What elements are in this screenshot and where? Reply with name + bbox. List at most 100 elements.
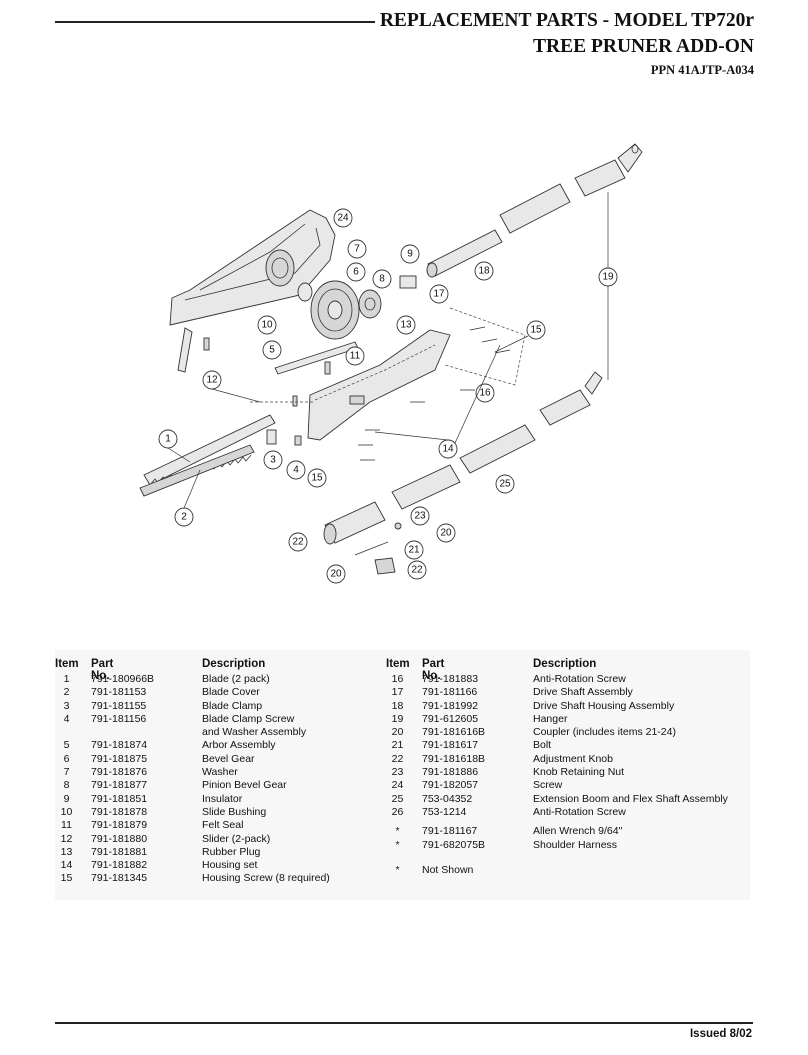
- callout-15b: 14: [438, 439, 458, 459]
- part-description: Adjustment Knob: [533, 752, 613, 765]
- svg-text:7: 7: [354, 244, 360, 255]
- callout-15a: 15: [526, 320, 546, 340]
- callout-16: 16: [475, 383, 495, 403]
- part-description: Allen Wrench 9/64": [533, 825, 623, 838]
- part-description: Shoulder Harness: [533, 838, 618, 851]
- item-number: 26: [391, 805, 404, 818]
- callout-20a: 20: [436, 523, 456, 543]
- part-number: 791-181617: [422, 739, 479, 752]
- header-description: Description: [202, 658, 266, 670]
- callout-13: 13: [396, 315, 416, 335]
- part-number: 791-180966B: [91, 673, 155, 685]
- footer-rule: [55, 1022, 753, 1024]
- svg-text:20: 20: [440, 528, 452, 539]
- svg-text:11: 11: [350, 351, 361, 362]
- item-number: 17: [391, 686, 404, 699]
- item-number: 2: [63, 686, 70, 699]
- item-number: 25: [391, 792, 404, 805]
- washer-illustration: [297, 282, 313, 302]
- callout-5: 5: [262, 340, 282, 360]
- callout-24: 23: [410, 506, 430, 526]
- part-number: 791-181879: [91, 819, 148, 832]
- item-number: 18: [391, 699, 404, 712]
- callout-12: 12: [202, 370, 222, 390]
- page-subtitle: TREE PRUNER ADD-ON: [532, 36, 754, 57]
- coupler-illustration: [323, 501, 402, 575]
- parts-table-panel: [55, 650, 750, 900]
- part-number: 791-181886: [422, 766, 479, 779]
- svg-text:9: 9: [407, 249, 413, 260]
- callout-11: 11: [345, 346, 365, 366]
- item-number: 7: [63, 766, 70, 779]
- item-number: 22: [391, 752, 404, 765]
- svg-text:22: 22: [292, 537, 304, 548]
- item-number: 24: [391, 779, 404, 792]
- item-number: *: [395, 825, 400, 838]
- bevel-gear-illustration: [310, 280, 360, 340]
- part-number: 791-612605: [422, 712, 479, 725]
- callout-10: 10: [257, 315, 277, 335]
- header-item: Item: [386, 658, 410, 670]
- callout-7: 7: [347, 239, 367, 259]
- part-description: Felt Seal: [202, 819, 244, 832]
- item-number: 14: [60, 859, 73, 872]
- header-item: Item: [55, 658, 79, 670]
- part-number: 791-181153: [91, 686, 147, 699]
- callout-8: 8: [372, 269, 392, 289]
- svg-text:20: 20: [330, 569, 342, 580]
- svg-text:15: 15: [530, 325, 542, 336]
- item-number: 19: [391, 712, 404, 725]
- part-description: Anti-Rotation Screw: [533, 673, 626, 685]
- item-number: 3: [63, 699, 70, 712]
- callout-21: 21: [404, 540, 424, 560]
- item-number: 9: [63, 792, 70, 805]
- item-number: *: [395, 838, 400, 851]
- callout-23: 22: [288, 532, 308, 552]
- callout-20b: 20: [326, 564, 346, 584]
- part-description: Screw: [533, 779, 563, 792]
- part-description: Slider (2-pack): [202, 832, 271, 845]
- item-number: 12: [60, 832, 73, 845]
- svg-text:24: 24: [337, 213, 349, 224]
- part-number: 791-181166: [422, 686, 478, 699]
- callout-1: 1: [158, 429, 178, 449]
- part-description: Washer: [202, 766, 238, 779]
- gear-housing-illustration: [169, 209, 336, 373]
- item-number: 1: [63, 673, 70, 685]
- insulator-illustration: [399, 275, 417, 289]
- part-description: Blade (2 pack): [202, 673, 270, 685]
- drive-shaft-illustration: [426, 229, 503, 278]
- callout-6: 6: [346, 262, 366, 282]
- part-number: 791-181618B: [422, 752, 486, 765]
- part-description: Blade Cover: [202, 686, 260, 699]
- part-description: Extension Boom and Flex Shaft Assembly: [533, 792, 728, 805]
- part-description: Pinion Bevel Gear: [202, 779, 287, 792]
- svg-text:1: 1: [165, 434, 171, 445]
- callout-26: 24: [333, 208, 353, 228]
- item-number: 5: [63, 739, 70, 752]
- part-number: 791-181881: [91, 845, 148, 858]
- ppn-code: PPN 41AJTP-A034: [650, 63, 754, 77]
- callout-3: 3: [263, 450, 283, 470]
- svg-text:18: 18: [478, 266, 490, 277]
- svg-text:17: 17: [433, 289, 445, 300]
- header-part-no: Part No.: [91, 658, 114, 682]
- callout-22: 22: [407, 560, 427, 580]
- callout-2: 2: [174, 507, 194, 527]
- part-description: Arbor Assembly: [202, 739, 276, 752]
- item-number: 13: [60, 845, 73, 858]
- part-number: 791-181877: [91, 779, 148, 792]
- page-title: REPLACEMENT PARTS - MODEL TP720r: [379, 10, 754, 31]
- callout-25: 25: [495, 474, 515, 494]
- part-description: Anti-Rotation Screw: [533, 805, 626, 818]
- lower-boom-illustration: [391, 371, 603, 510]
- item-number: 4: [63, 712, 70, 725]
- svg-text:25: 25: [499, 479, 511, 490]
- part-number: 791-181345: [91, 872, 148, 885]
- svg-text:5: 5: [269, 345, 275, 356]
- housing-illustration: [307, 329, 451, 441]
- svg-text:16: 16: [479, 388, 491, 399]
- callout-18: 18: [474, 261, 494, 281]
- part-number: 791-181851: [91, 792, 148, 805]
- part-number: 791-182057: [422, 779, 479, 792]
